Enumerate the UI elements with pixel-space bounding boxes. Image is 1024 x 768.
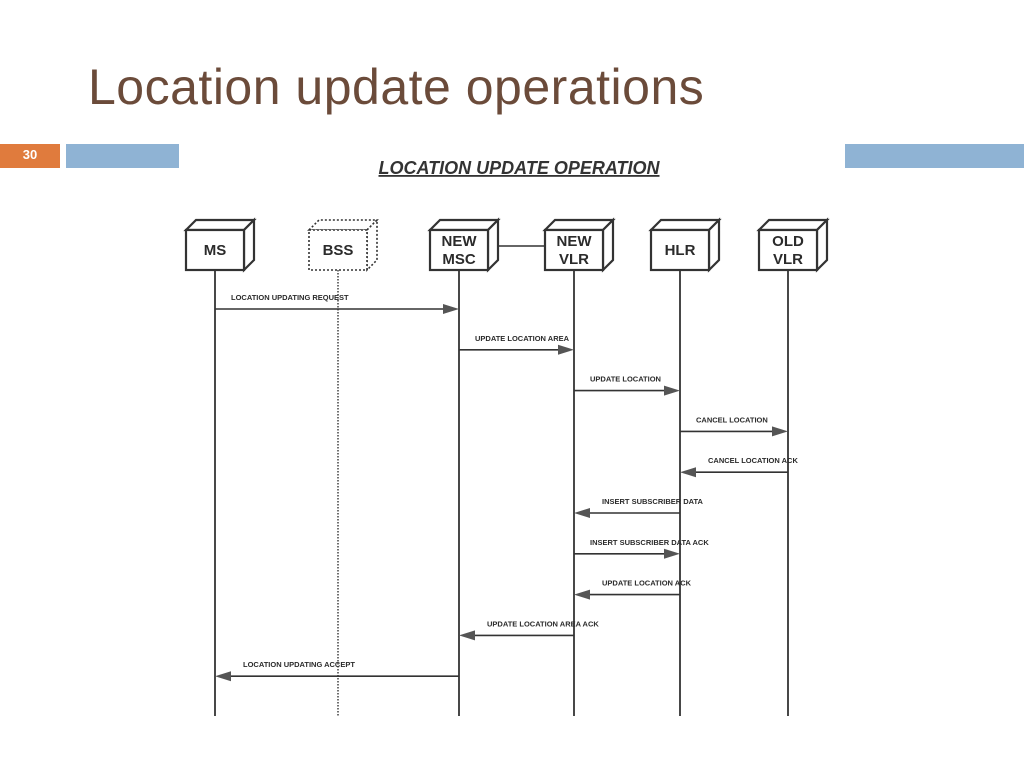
message-label: UPDATE LOCATION AREA ACK <box>487 619 599 628</box>
message-4: CANCEL LOCATION <box>680 415 788 437</box>
node-ms: MS <box>183 217 257 273</box>
message-label: CANCEL LOCATION <box>696 415 768 424</box>
arrow-head-icon <box>443 304 459 314</box>
node-bss: BSS <box>307 218 379 272</box>
node-side-face <box>486 217 500 273</box>
slide-title: Location update operations <box>88 59 705 115</box>
arrow-head-icon <box>459 630 475 641</box>
message-label: INSERT SUBSCRIBER DATA ACK <box>590 538 709 547</box>
arrow-head-icon <box>772 426 788 437</box>
message-label: LOCATION UPDATING REQUEST <box>231 293 349 302</box>
node-label: HLR <box>665 242 696 259</box>
node-label: MSC <box>442 251 476 268</box>
node-side-face <box>815 217 829 273</box>
message-9: UPDATE LOCATION AREA ACK <box>459 619 599 641</box>
arrow-head-icon <box>574 508 590 518</box>
node-label: MS <box>204 242 227 259</box>
message-10: LOCATION UPDATING ACCEPT <box>215 660 459 682</box>
message-6: INSERT SUBSCRIBER DATA <box>574 497 704 518</box>
node-label: NEW <box>442 233 478 250</box>
node-front-face <box>543 228 605 272</box>
message-label: INSERT SUBSCRIBER DATA <box>602 497 704 506</box>
node-top-face <box>183 218 257 232</box>
message-5: CANCEL LOCATION ACK <box>680 456 798 478</box>
node-front-face <box>649 228 711 272</box>
node-label: OLD <box>772 233 804 250</box>
node-front-face <box>428 228 490 272</box>
node-front-face <box>308 229 368 271</box>
message-3: UPDATE LOCATION <box>574 375 680 396</box>
diagram-title: LOCATION UPDATE OPERATION <box>379 158 661 178</box>
node-front-face <box>184 228 246 272</box>
node-top-face <box>427 218 501 232</box>
message-2: UPDATE LOCATION AREA <box>459 334 574 355</box>
node-top-face <box>756 218 830 232</box>
message-label: CANCEL LOCATION ACK <box>708 456 798 465</box>
node-side-face <box>242 217 256 273</box>
node-top-face <box>307 219 379 231</box>
message-label: LOCATION UPDATING ACCEPT <box>243 660 355 669</box>
node-side-face <box>601 217 615 273</box>
arrow-head-icon <box>664 385 680 396</box>
arrow-head-icon <box>574 589 590 600</box>
page-number-badge: 30 <box>0 144 60 168</box>
message-7: INSERT SUBSCRIBER DATA ACK <box>574 538 709 559</box>
arrow-head-icon <box>215 671 231 682</box>
node-label: NEW <box>557 233 593 250</box>
node-label: VLR <box>773 251 803 268</box>
arrow-head-icon <box>558 344 574 355</box>
node-side-face <box>707 217 721 273</box>
header-bar-left <box>66 144 179 168</box>
node-front-face <box>757 228 819 272</box>
node-label: BSS <box>323 242 354 259</box>
header-bar-right <box>845 144 1024 168</box>
node-label: VLR <box>559 251 589 268</box>
arrow-head-icon <box>664 548 680 559</box>
node-hlr: HLR <box>648 217 722 273</box>
arrow-head-icon <box>680 467 696 478</box>
message-label: UPDATE LOCATION ACK <box>602 579 692 588</box>
node-top-face <box>648 218 722 232</box>
node-top-face <box>542 218 616 232</box>
message-1: LOCATION UPDATING REQUEST <box>215 293 459 314</box>
message-label: UPDATE LOCATION <box>590 375 661 384</box>
message-label: UPDATE LOCATION AREA <box>475 334 570 343</box>
message-8: UPDATE LOCATION ACK <box>574 579 692 600</box>
